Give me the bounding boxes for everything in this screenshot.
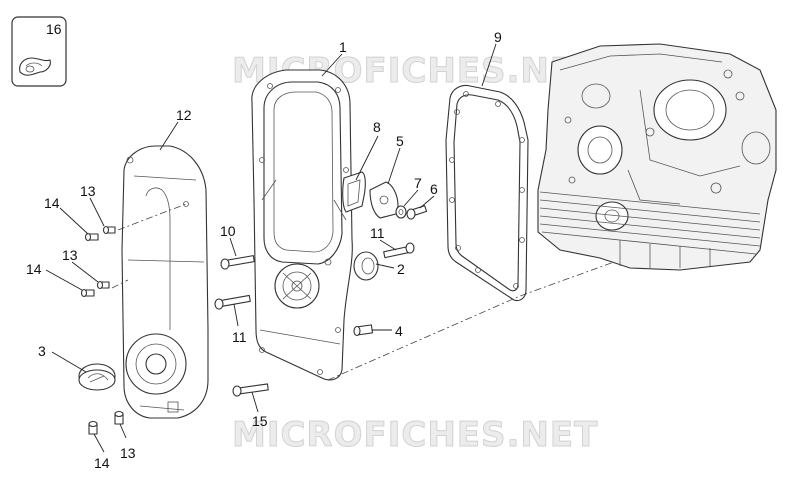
part-10-bolt [220,255,255,270]
callout-14-lower: 14 [94,455,110,471]
part-12-outer-cover [121,145,209,419]
part-8-small-gasket [342,171,366,213]
callout-13-lower: 13 [120,445,136,461]
part-14-screw-middle [80,288,95,298]
callout-11-left: 11 [232,329,247,345]
callout-2: 2 [397,261,405,277]
watermark-bottom: MICROFICHES.NET [232,415,598,455]
part-4-bushing [353,324,374,337]
crankcase-block [537,43,777,271]
part-6-screw [406,205,428,220]
callout-6: 6 [430,181,438,197]
callout-3: 3 [38,343,46,359]
part-16-inset [11,16,67,87]
part-15-bolt [232,383,269,397]
callout-4: 4 [395,323,403,339]
leader-lines [45,43,497,453]
part-14-screw-lower [88,420,98,435]
part-5-cover-plate [369,181,399,219]
callout-7: 7 [414,175,422,191]
callout-8: 8 [373,119,381,135]
callout-11-right: 11 [370,225,385,241]
part-3-plug [78,363,116,391]
part-13-spacer-upper [102,225,116,235]
part-11-bolt-left [214,294,251,310]
callout-15: 15 [252,413,268,429]
part-2-seal [353,251,379,281]
part-9-gasket [445,84,529,302]
callout-13-middle: 13 [62,247,78,263]
callout-10: 10 [220,223,236,239]
callout-5: 5 [396,133,404,149]
part-13-spacer-middle [96,280,110,290]
part-1-timing-case [251,69,353,381]
callout-12: 12 [176,107,192,123]
alignment-lines [111,203,615,381]
callout-13-upper: 13 [80,183,96,199]
part-13-spacer-lower [114,410,124,425]
callout-16: 16 [46,21,62,37]
part-11-bolt-right [383,242,415,259]
callout-14-upper: 14 [44,195,60,211]
callout-labels: 16 1 9 12 8 5 7 6 13 14 10 11 13 14 2 4 … [26,21,502,471]
part-7-washer [395,205,407,219]
part-14-screw-upper [84,232,99,242]
callout-14-middle: 14 [26,261,42,277]
callout-9: 9 [494,29,502,45]
callout-1: 1 [339,39,347,55]
